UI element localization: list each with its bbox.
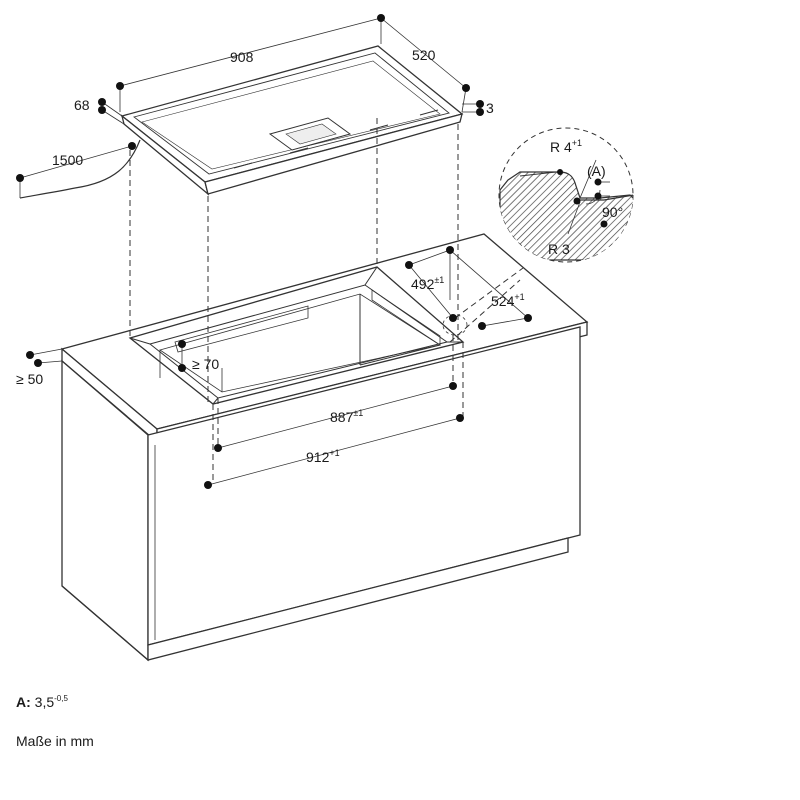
cabinet-plinth (147, 537, 569, 661)
units-note: Maße in mm (16, 733, 94, 749)
hob-right-edge (204, 113, 463, 195)
power-cable (19, 139, 141, 199)
label-cable-length: 1500 (52, 152, 83, 168)
label-angle: 90° (602, 204, 623, 220)
hob (120, 45, 464, 196)
projection-lines (129, 118, 524, 484)
footnote-value: 3,5 (34, 694, 55, 710)
label-cutout-outer-width: 912+1 (306, 448, 340, 465)
footnote-tolerance: -0,5 (54, 694, 68, 703)
label-radius-inner: R 3 (548, 241, 570, 257)
label-cutout-outer-depth: 524+1 (491, 292, 525, 309)
footnote-a: A: 3,5-0,5 (16, 694, 68, 710)
detail-view: R 4+1 (A) 90° R 3 (498, 127, 634, 263)
label-hob-height: 68 (74, 97, 90, 113)
label-hob-depth: 520 (412, 47, 436, 63)
label-cutout-inner-depth: 492±1 (411, 275, 444, 292)
label-detail-a: (A) (587, 163, 606, 179)
label-radius-outer: R 4+1 (550, 138, 582, 155)
label-cutout-inner-width: 887±1 (330, 408, 363, 425)
dimension-labels: 908 520 68 3 1500 ≥ 50 ≥ 70 492±1 524+1 … (16, 47, 525, 465)
cabinet-front (147, 326, 581, 646)
cabinet (60, 233, 589, 662)
label-min-wall-distance: ≥ 70 (192, 356, 219, 372)
footnote-label: A: (16, 694, 31, 710)
dimension-lines (19, 17, 529, 486)
label-hob-width: 908 (230, 49, 254, 65)
label-hob-edge: 3 (486, 100, 494, 116)
dimension-dots (16, 14, 532, 489)
label-min-front-distance: ≥ 50 (16, 371, 43, 387)
